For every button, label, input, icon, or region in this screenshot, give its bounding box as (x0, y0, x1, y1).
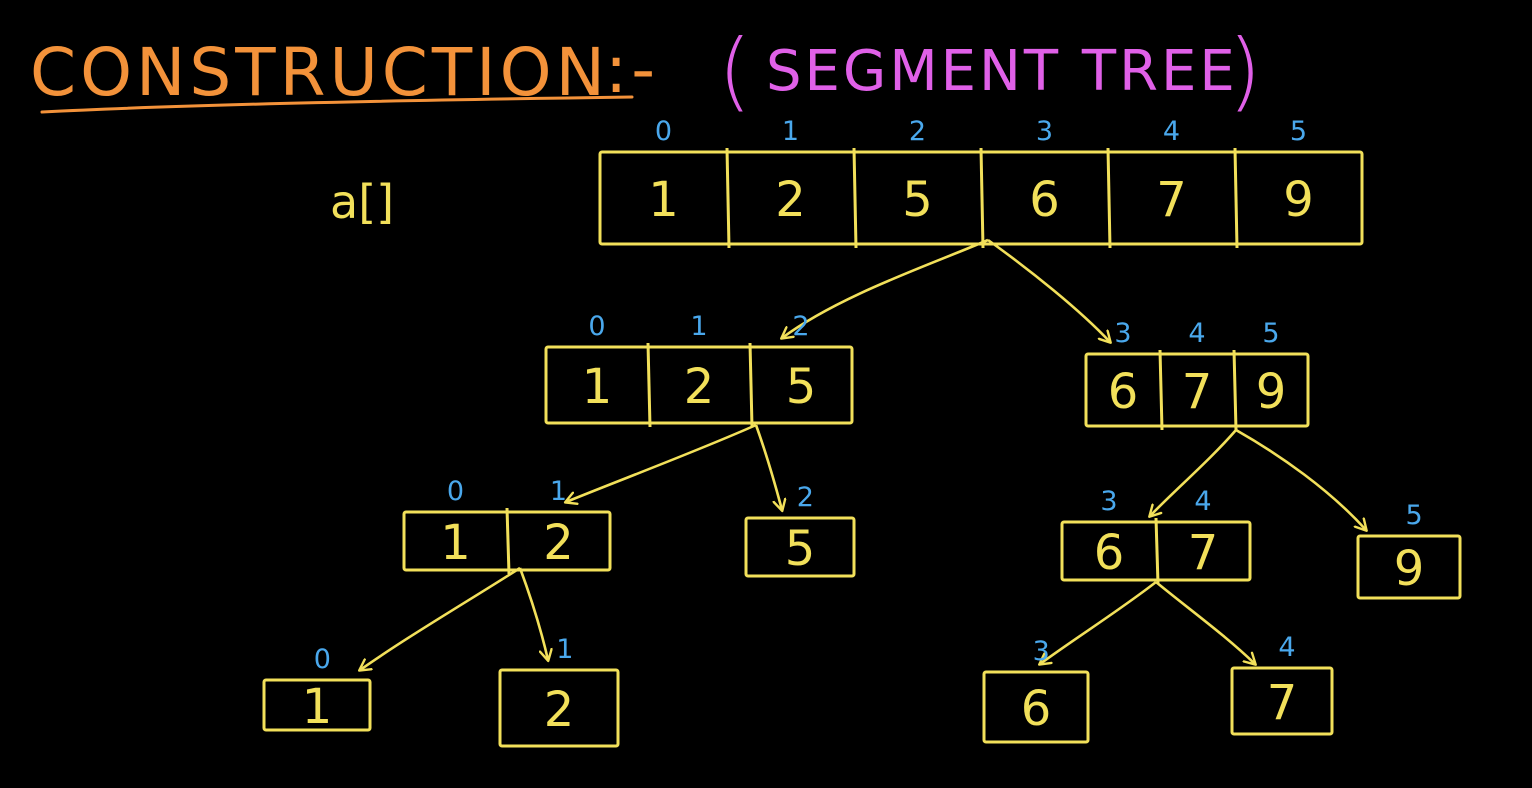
cell-value: 5 (786, 359, 817, 415)
node-box (1230, 666, 1334, 736)
cell-index: 2 (792, 311, 809, 342)
edge-root-left (782, 238, 989, 338)
edge-left-ll (566, 423, 757, 502)
tree-node-l1l: 1 0 2 1 5 2 (544, 311, 854, 428)
tree-node-l3rll: 63 (982, 636, 1090, 744)
cell-index: 0 (588, 311, 605, 342)
node-box (982, 670, 1090, 744)
cell-value: 6 (1029, 172, 1060, 228)
cell-value: 5 (902, 172, 933, 228)
tree-edges (360, 238, 1366, 670)
cell-value: 2 (684, 359, 715, 415)
subtitle-segment-tree: SEGMENT TREE (766, 39, 1238, 104)
cell-value: 9 (1394, 541, 1425, 597)
node-box (744, 516, 856, 578)
cell-value: 7 (1267, 675, 1298, 731)
cell-divider (1106, 147, 1112, 249)
cell-index: 5 (1290, 116, 1307, 147)
edge-right-rl (1150, 429, 1237, 516)
tree-node-l2lr: 52 (744, 482, 856, 578)
edge-rl-rlr (1155, 580, 1255, 664)
tree-node-l2ll: 1 0 2 1 (402, 476, 612, 575)
edge-left-lr (754, 424, 782, 510)
array-label: a[] (330, 175, 394, 229)
cell-value: 2 (544, 682, 575, 738)
tree-node-root: 1 0 2 1 5 2 6 3 7 4 9 5 (598, 116, 1364, 249)
node-box (498, 668, 620, 748)
subtitle-close-paren: ) (1228, 21, 1262, 121)
cell-divider (748, 342, 754, 428)
tree-node-l2rr: 95 (1356, 500, 1462, 600)
cell-divider (1233, 147, 1239, 249)
edge-ll-llr (518, 567, 548, 660)
cell-value: 2 (775, 172, 806, 228)
cell-divider (725, 147, 731, 249)
edge-root-right (987, 238, 1110, 342)
node-box (544, 345, 854, 425)
cell-divider (646, 342, 652, 428)
cell-value: 7 (1188, 525, 1219, 581)
cell-index: 0 (655, 116, 672, 147)
cell-divider (979, 147, 985, 249)
edge-ll-lll (360, 566, 521, 670)
cell-value: 6 (1021, 681, 1052, 737)
cell-index: 3 (1036, 116, 1053, 147)
tree-node-l1r: 6 3 7 4 9 5 (1084, 318, 1310, 431)
cell-index: 4 (1194, 486, 1211, 517)
cell-index: 2 (797, 482, 814, 513)
node-box (1356, 534, 1462, 600)
edge-right-rr (1235, 428, 1366, 530)
cell-value: 7 (1156, 172, 1187, 228)
cell-value: 1 (302, 679, 333, 735)
cell-index: 5 (1262, 318, 1279, 349)
cell-value: 7 (1182, 364, 1213, 420)
cell-index: 3 (1033, 636, 1050, 667)
cell-index: 1 (782, 116, 799, 147)
tree-node-l3llr: 21 (498, 634, 620, 748)
cell-index: 5 (1406, 500, 1423, 531)
cell-index: 4 (1163, 116, 1180, 147)
cell-value: 6 (1108, 364, 1139, 420)
cell-divider (505, 507, 511, 575)
cell-index: 4 (1278, 632, 1295, 663)
cell-index: 2 (909, 116, 926, 147)
node-box (1084, 352, 1310, 428)
tree-node-l3lll: 10 (262, 644, 372, 735)
subtitle-open-paren: ( (718, 21, 752, 121)
cell-value: 2 (543, 515, 574, 571)
tree-node-l2rl: 6 3 7 4 (1060, 486, 1252, 585)
cell-value: 1 (440, 515, 471, 571)
cell-index: 0 (314, 644, 331, 675)
cell-index: 1 (550, 476, 567, 507)
title-underline (40, 95, 634, 114)
cell-value: 6 (1094, 525, 1125, 581)
cell-value: 5 (785, 521, 816, 577)
cell-index: 3 (1114, 318, 1131, 349)
cell-index: 1 (690, 311, 707, 342)
cell-divider (1154, 517, 1160, 585)
tree-nodes: 1021526374951021526374951021526374951021… (262, 116, 1462, 748)
cell-index: 4 (1188, 318, 1205, 349)
cell-index: 1 (556, 634, 573, 665)
cell-divider (1158, 349, 1164, 431)
cell-divider (852, 147, 858, 249)
cell-value: 1 (582, 359, 613, 415)
node-box (262, 678, 372, 732)
cell-value: 1 (648, 172, 679, 228)
cell-index: 3 (1100, 486, 1117, 517)
cell-divider (1232, 349, 1238, 431)
title-group: CONSTRUCTION :- ( SEGMENT TREE ) (30, 21, 1262, 121)
cell-value: 9 (1256, 364, 1287, 420)
cell-index: 0 (447, 476, 464, 507)
edge-rl-rll (1040, 580, 1157, 664)
cell-value: 9 (1283, 172, 1314, 228)
tree-node-l3rlr: 74 (1230, 632, 1334, 736)
title-separator: :- (605, 31, 659, 108)
